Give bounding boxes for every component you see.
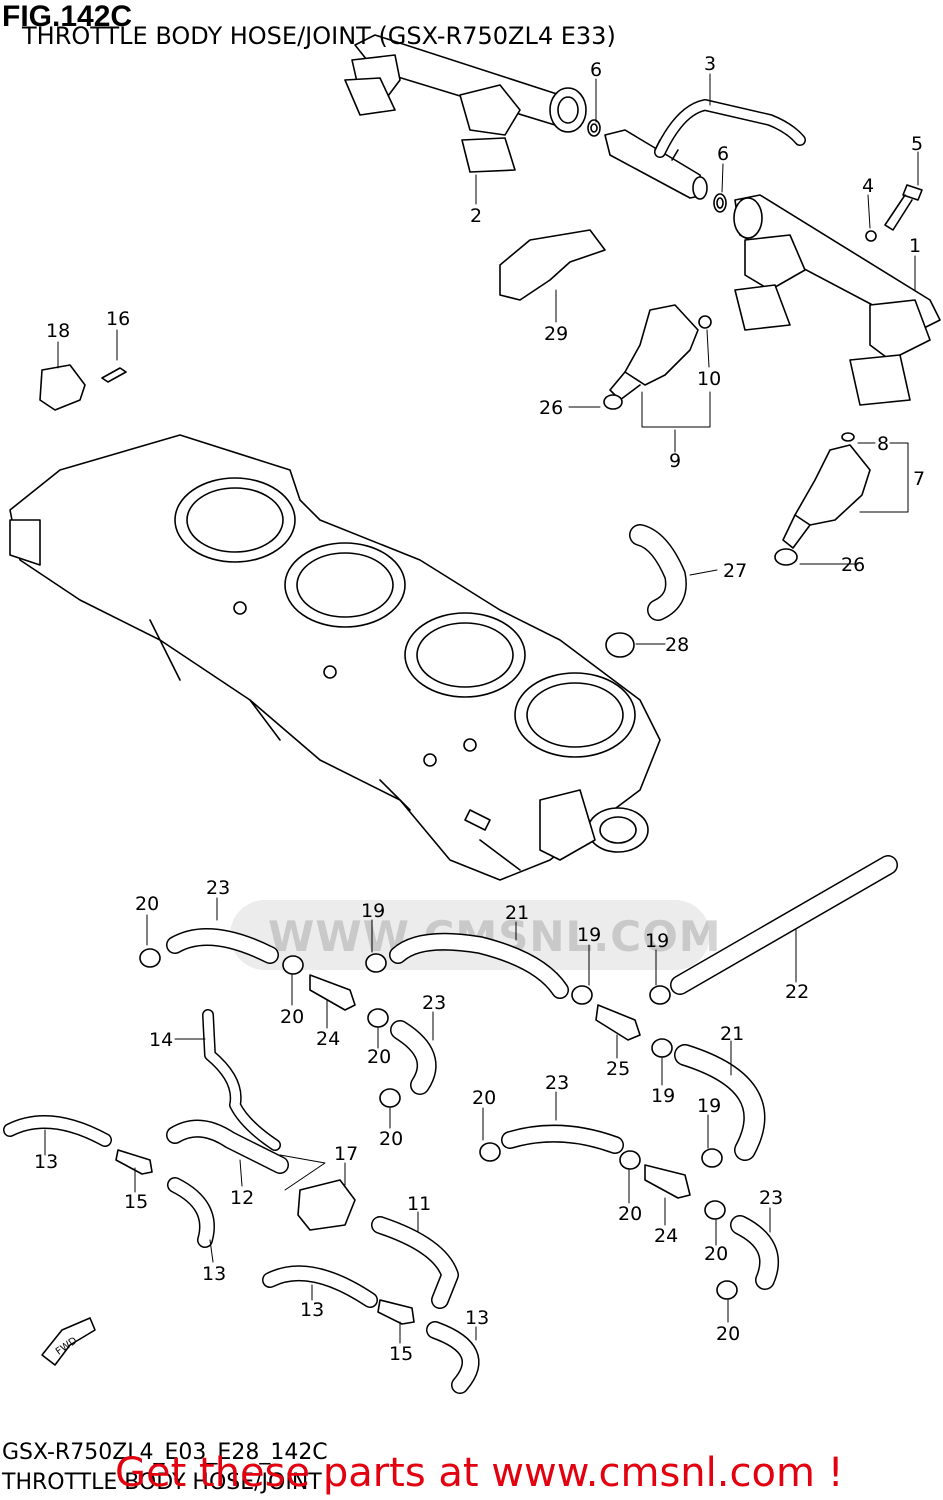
- joint-15b: [377, 1299, 415, 1325]
- joint-24b: [644, 1164, 691, 1199]
- o-ring-6a: [587, 119, 601, 137]
- o-ring-6b: [713, 193, 727, 213]
- callout-19c: 19: [645, 930, 669, 952]
- callout-23b: 23: [422, 992, 446, 1014]
- callout-15b: 15: [389, 1343, 413, 1365]
- fuel-injector-7: [782, 444, 871, 549]
- callout-20a: 20: [135, 893, 159, 915]
- callout-23a: 23: [206, 877, 230, 899]
- washer-4: [865, 230, 877, 242]
- joint-25: [595, 1004, 641, 1041]
- figure-subtitle: THROTTLE BODY HOSE/JOINT (GSX-R750ZL4 E3…: [22, 22, 616, 50]
- valve-17: [297, 1179, 356, 1231]
- fuel-injector-9: [609, 304, 699, 401]
- fuel-delivery-pipe-lower: [733, 194, 941, 406]
- o-ring-10: [698, 315, 712, 329]
- figure-label: FIG.142C: [2, 0, 133, 33]
- callout-29: 29: [544, 323, 568, 345]
- fwd-arrow: [41, 1317, 96, 1366]
- clamp-20f: [619, 1150, 641, 1170]
- callout-7: 7: [913, 468, 925, 490]
- callout-8: 8: [877, 433, 889, 455]
- clamp-19d: [651, 1038, 673, 1058]
- callout-14: 14: [149, 1029, 173, 1051]
- callout-27: 27: [723, 560, 747, 582]
- clamp-20a: [139, 948, 161, 968]
- clamp-20g: [704, 1200, 726, 1220]
- clamp-20b: [282, 955, 304, 975]
- o-ring-8: [841, 432, 855, 442]
- callout-21a: 21: [505, 902, 529, 924]
- throttle-body-assembly: [9, 434, 661, 881]
- callout-22: 22: [785, 981, 809, 1003]
- callout-18: 18: [46, 320, 70, 342]
- callout-19d: 19: [651, 1085, 675, 1107]
- map-sensor-18: [39, 364, 86, 411]
- clamp-20e: [479, 1142, 501, 1162]
- callout-20e: 20: [472, 1087, 496, 1109]
- callout-13b: 13: [202, 1263, 226, 1285]
- clamp-19e: [701, 1148, 723, 1168]
- callout-3: 3: [704, 53, 716, 75]
- callout-20g: 20: [704, 1243, 728, 1265]
- callout-15a: 15: [124, 1191, 148, 1213]
- callout-28: 28: [665, 634, 689, 656]
- callout-17: 17: [334, 1143, 358, 1165]
- clamp-19c: [649, 985, 671, 1005]
- fuel-delivery-pipe-upper: [344, 34, 587, 173]
- callout-2: 2: [470, 205, 482, 227]
- seal-26a: [603, 394, 623, 410]
- shop-link[interactable]: Get these parts at www.cmsnl.com !: [115, 1450, 844, 1496]
- joint-24a: [309, 974, 356, 1011]
- callout-20c: 20: [367, 1046, 391, 1068]
- callout-20d: 20: [379, 1128, 403, 1150]
- clamp-19a: [365, 953, 387, 973]
- clamp-20d: [379, 1088, 401, 1108]
- seal-26b: [774, 548, 798, 566]
- callout-20b: 20: [280, 1006, 304, 1028]
- callout-13c: 13: [300, 1299, 324, 1321]
- callout-23c: 23: [545, 1072, 569, 1094]
- callout-12: 12: [230, 1187, 254, 1209]
- callout-4: 4: [862, 175, 874, 197]
- clamp-19b: [571, 985, 593, 1005]
- screw-16: [101, 367, 127, 383]
- callout-24b: 24: [654, 1225, 678, 1247]
- bolt-5: [884, 184, 923, 231]
- clamp-20h: [716, 1280, 738, 1300]
- callout-20f: 20: [618, 1203, 642, 1225]
- callout-20h: 20: [716, 1323, 740, 1345]
- callout-19a: 19: [361, 900, 385, 922]
- callout-13d: 13: [465, 1307, 489, 1329]
- callout-9: 9: [669, 450, 681, 472]
- clamp-29: [499, 229, 606, 301]
- leader-lines: [44, 73, 919, 1344]
- model-code: GSX-R750ZL4_E03_E28_142C: [2, 1440, 328, 1465]
- callout-10: 10: [697, 368, 721, 390]
- callout-25: 25: [606, 1058, 630, 1080]
- callout-19e: 19: [697, 1095, 721, 1117]
- callout-19b: 19: [577, 924, 601, 946]
- clamp-20c: [367, 1008, 389, 1028]
- footer-title: THROTTLE BODY HOSE/JOINT: [2, 1470, 322, 1495]
- callouts: 1 2 3 4 5 6 6 7 8 9 10 11 12 13 13 13 13…: [34, 53, 925, 1365]
- callout-16: 16: [106, 308, 130, 330]
- callout-23d: 23: [759, 1187, 783, 1209]
- callout-13a: 13: [34, 1151, 58, 1173]
- callout-6b: 6: [717, 143, 729, 165]
- joint-15a: [115, 1149, 153, 1175]
- callout-5: 5: [911, 133, 923, 155]
- callout-1: 1: [909, 235, 921, 257]
- callout-6a: 6: [590, 59, 602, 81]
- callout-21b: 21: [720, 1023, 744, 1045]
- callout-11: 11: [407, 1193, 431, 1215]
- callout-26a: 26: [539, 397, 563, 419]
- callout-26b: 26: [841, 554, 865, 576]
- clamp-28: [605, 632, 635, 658]
- callout-24a: 24: [316, 1028, 340, 1050]
- pipe-joint: [604, 129, 708, 200]
